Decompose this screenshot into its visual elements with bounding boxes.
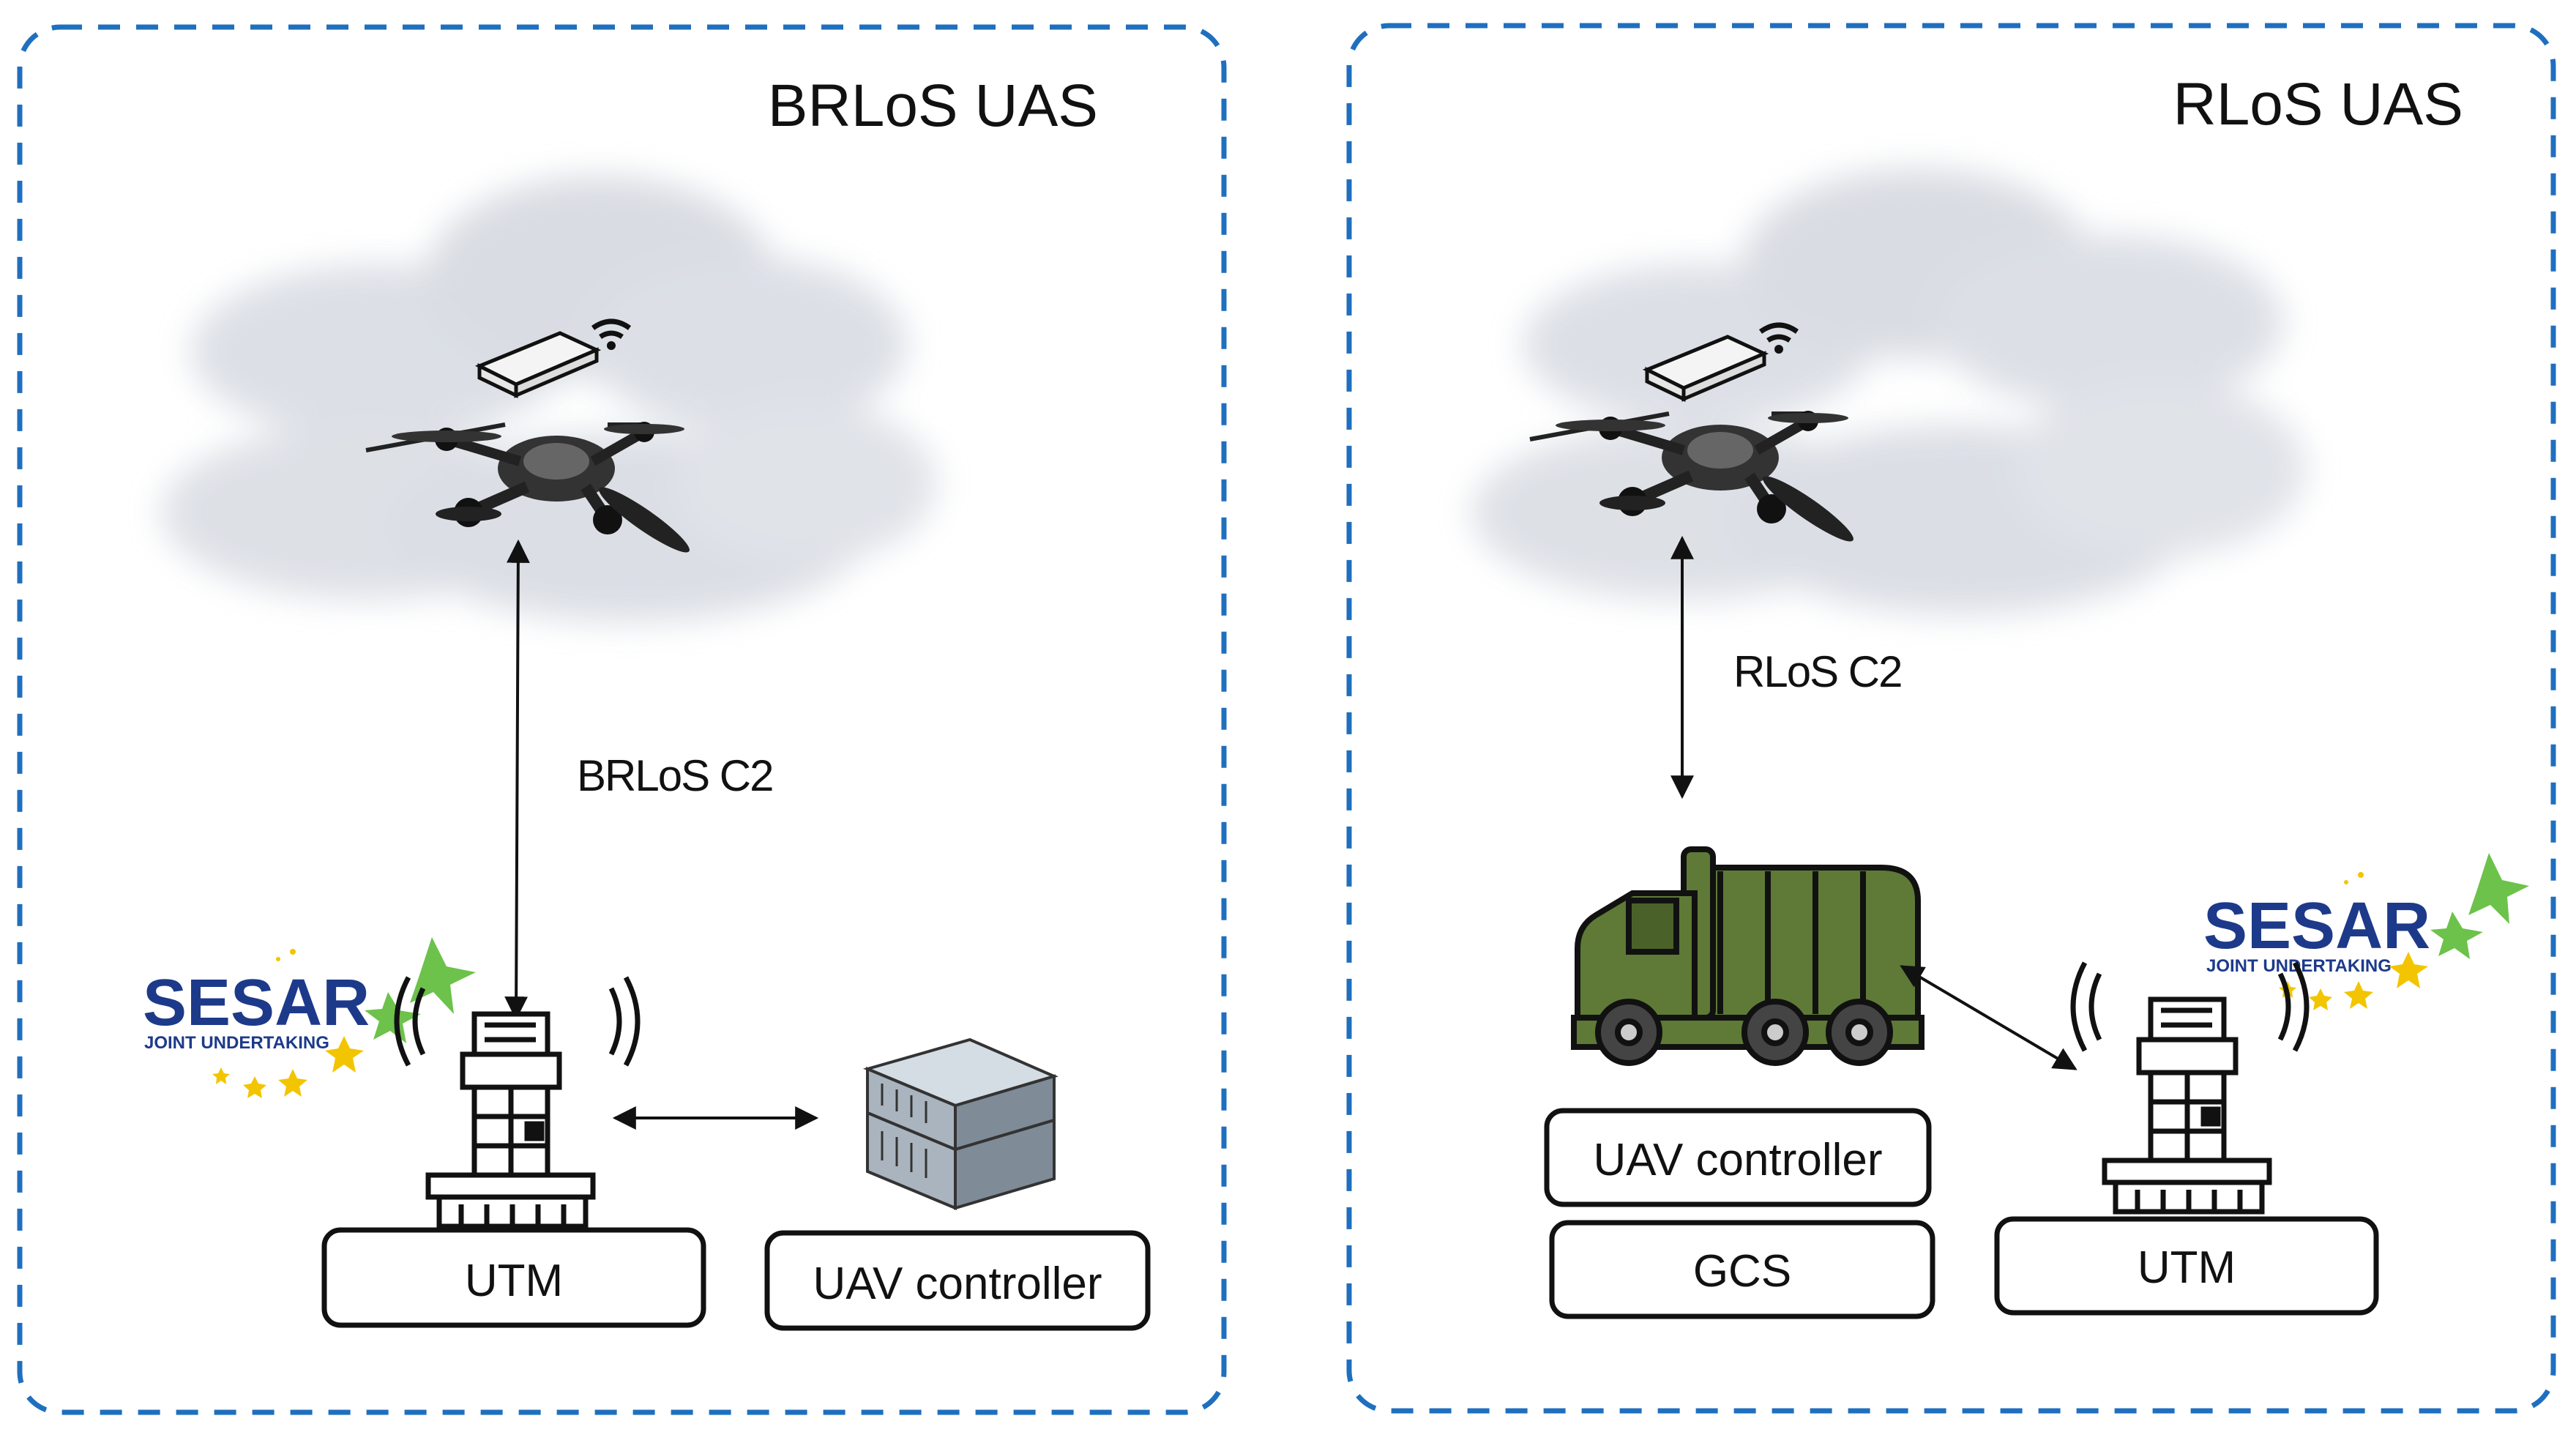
cloud-icon <box>161 176 937 622</box>
server-rack-icon <box>862 1037 1059 1210</box>
c2-link-label: BRLoS C2 <box>577 751 772 800</box>
military-truck-icon <box>1571 846 1924 1066</box>
svg-text:GCS: GCS <box>1693 1246 1791 1297</box>
panel-title: BRLoS UAS <box>768 72 1098 139</box>
drone-icon <box>1529 411 1853 542</box>
wifi-router-icon <box>1642 322 1799 402</box>
sesar-logo: SESAR JOINT UNDERTAKING <box>143 937 476 1098</box>
c2-link-label: RLoS C2 <box>1733 647 1901 696</box>
uav-controller-box: UAV controller <box>1544 1108 1932 1207</box>
svg-text:SESAR: SESAR <box>143 966 370 1040</box>
utm-box: UTM <box>1994 1216 2379 1316</box>
panel-title: RLoS UAS <box>2173 71 2463 138</box>
control-tower-icon <box>2070 961 2310 1215</box>
svg-text:UAV controller: UAV controller <box>1593 1135 1882 1185</box>
truck-utm-link-arrow <box>1900 965 2077 1070</box>
panel-frame <box>17 24 1227 1415</box>
svg-text:UTM: UTM <box>465 1256 563 1306</box>
gcs-box: GCS <box>1549 1220 1935 1319</box>
uav-controller-box: UAV controller <box>764 1230 1151 1331</box>
svg-text:JOINT UNDERTAKING: JOINT UNDERTAKING <box>144 1033 329 1053</box>
svg-text:SESAR: SESAR <box>2203 890 2430 963</box>
svg-text:UAV controller: UAV controller <box>813 1259 1102 1309</box>
svg-text:UTM: UTM <box>2138 1242 2236 1293</box>
panel-brlos: BRLoS UAS <box>17 24 1227 1415</box>
c2-link-arrow <box>504 539 530 1021</box>
panel-rlos: RLoS UAS <box>1346 23 2556 1414</box>
cloud-icon <box>1471 168 2306 615</box>
utm-box: UTM <box>321 1227 706 1328</box>
panel-frame <box>1346 23 2556 1414</box>
drone-icon <box>365 422 690 553</box>
wifi-router-icon <box>474 318 632 398</box>
control-tower-icon <box>394 976 641 1229</box>
sesar-logo: SESAR JOINT UNDERTAKING <box>2203 853 2529 1010</box>
